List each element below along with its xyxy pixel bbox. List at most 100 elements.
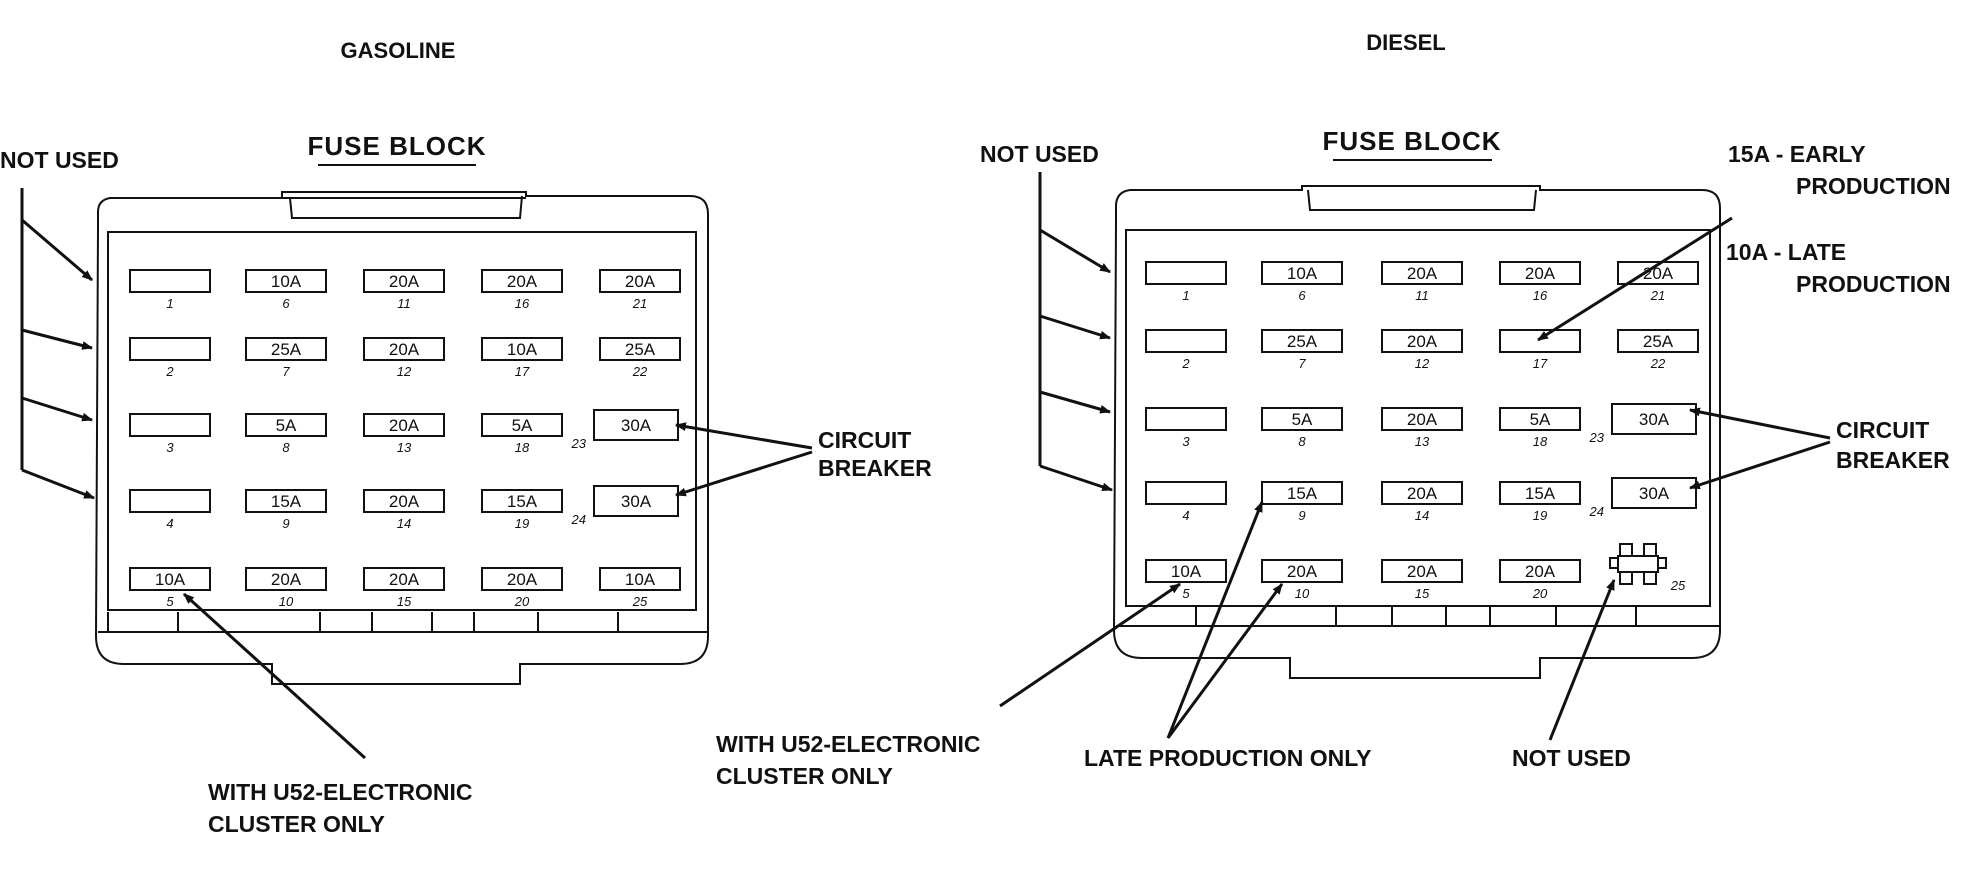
gasoline-fuse-3-number: 3 [166,440,174,455]
diesel-fuse-11 [1381,261,1463,285]
diesel-fuse-13-rating: 20A [1407,410,1438,429]
gasoline-fuse-9-number: 9 [282,516,289,531]
diesel-fuse-10-rating: 20A [1287,562,1318,581]
diesel-fuse-16 [1499,261,1581,285]
gasoline-fuse-18-number: 18 [515,440,530,455]
diesel-fuse-15-number: 15 [1415,586,1430,601]
gasoline-not-used-bracket [20,188,96,500]
diesel-not-used-label: NOT USED [980,141,1099,167]
diesel-fuse-23 [1611,403,1697,435]
gasoline-fuse-8-number: 8 [282,440,290,455]
diesel-fuse-25-number: 25 [1670,578,1686,593]
diesel-fuse-6-rating: 10A [1287,264,1318,283]
gasoline-fuse-25 [599,567,681,591]
svg-text:BREAKER: BREAKER [1836,447,1950,473]
svg-text:15A - EARLY: 15A - EARLY [1728,141,1866,167]
gasoline-fuse-20-rating: 20A [507,570,538,589]
gasoline-circuit-breaker-arrows [674,422,813,497]
gasoline-fuse-10 [245,567,327,591]
diesel-fuse-18 [1499,407,1581,431]
diesel-fuse-20 [1499,559,1581,583]
diesel-fuse-21-rating: 20A [1643,264,1674,283]
diesel-u52-note: WITH U52-ELECTRONIC CLUSTER ONLY [716,731,981,789]
gasoline-fuse-12-number: 12 [397,364,412,379]
diesel-fuse-16-number: 16 [1533,288,1548,303]
gasoline-fuse-22 [599,337,681,361]
svg-text:CIRCUIT: CIRCUIT [1836,417,1929,443]
gasoline-fuse-5-rating: 10A [155,570,186,589]
diesel-fuse-24-rating: 30A [1639,484,1670,503]
gasoline-fuse-9 [245,489,327,513]
gasoline-fuse-13-number: 13 [397,440,412,455]
diesel-fuse-24-number: 24 [1589,504,1604,519]
diesel-fuse-22 [1617,329,1699,353]
gasoline-fuse-7 [245,337,327,361]
diesel-fuse-15-rating: 20A [1407,562,1438,581]
gasoline-fuse-21 [599,269,681,293]
diesel-fuse-13 [1381,407,1463,431]
svg-text:PRODUCTION: PRODUCTION [1796,271,1951,297]
diesel-fuse-8 [1261,407,1343,431]
diesel-fuse-9-number: 9 [1298,508,1305,523]
gasoline-fuse-21-rating: 20A [625,272,656,291]
gasoline-fuse-24-rating: 30A [621,492,652,511]
gasoline-fuse-7-rating: 25A [271,340,302,359]
gasoline-fuse-15-number: 15 [397,594,412,609]
diesel-fuse-21 [1617,261,1699,285]
gasoline-fuse-19 [481,489,563,513]
diesel-fuse-24 [1611,477,1697,509]
diesel-fuse-9-rating: 15A [1287,484,1318,503]
diesel-fuse-2-number: 2 [1181,356,1190,371]
gasoline-fuse-22-number: 22 [632,364,648,379]
svg-text:WITH U52-ELECTRONIC: WITH U52-ELECTRONIC [208,779,473,805]
gasoline-fuse-6-rating: 10A [271,272,302,291]
diesel-not-used-bracket [1038,172,1114,492]
diesel-fuse-11-rating: 20A [1407,264,1438,283]
gasoline-fuse-16 [481,269,563,293]
gasoline-u52-arrow [182,592,367,760]
gasoline-fuse-15-rating: 20A [389,570,420,589]
diesel-fuse-17-note: 15A - EARLY PRODUCTION 10A - LATE PRODUC… [1726,141,1951,297]
diesel-fuse-7 [1261,329,1343,353]
gasoline-fuse-4 [129,489,211,513]
diesel-fuse-12-number: 12 [1415,356,1430,371]
gasoline-fuse-17-number: 17 [515,364,530,379]
gasoline-fuse-18 [481,413,563,437]
gasoline-fuse-23-number: 23 [571,436,587,451]
gasoline-fuse-9-rating: 15A [271,492,302,511]
diesel-fuse-17 [1499,329,1581,353]
svg-text:BREAKER: BREAKER [818,455,932,481]
gasoline-fuse-5 [129,567,211,591]
diesel-fuse-25-clip-icon [1609,543,1667,585]
diesel-fuse-14-rating: 20A [1407,484,1438,503]
gasoline-fuse-25-rating: 10A [625,570,656,589]
diesel-late-production-label: LATE PRODUCTION ONLY [1084,745,1372,771]
gasoline-fuse-22-rating: 25A [625,340,656,359]
gasoline-fuse-14 [363,489,445,513]
gasoline-fuse-10-number: 10 [279,594,294,609]
gasoline-fuse-11-rating: 20A [389,272,420,291]
gasoline-fuse-10-rating: 20A [271,570,302,589]
gasoline-fuse-21-number: 21 [632,296,647,311]
gasoline-fuse-7-number: 7 [282,364,290,379]
svg-text:CLUSTER ONLY: CLUSTER ONLY [208,811,385,837]
gasoline-not-used-label: NOT USED [0,147,119,173]
gasoline-fuse-2 [129,337,211,361]
diesel-fuse-7-number: 7 [1298,356,1306,371]
diesel-fuse-12-rating: 20A [1407,332,1438,351]
diesel-fuse-1 [1145,261,1227,285]
svg-text:10A - LATE: 10A - LATE [1726,239,1846,265]
gasoline-fuse-16-number: 16 [515,296,530,311]
diesel-u52-arrow [999,582,1181,708]
gasoline-fuse-3 [129,413,211,437]
gasoline-fuse-14-number: 14 [397,516,411,531]
gasoline-fuse-13 [363,413,445,437]
gasoline-fuse-8 [245,413,327,437]
diesel-fuse-block-housing [1112,185,1721,679]
diesel-fuse-20-rating: 20A [1525,562,1556,581]
diesel-fuse-16-rating: 20A [1525,264,1556,283]
gasoline-panel: GASOLINE FUSE BLOCK 123410A510A625A75A81… [0,38,932,837]
gasoline-fuse-19-rating: 15A [507,492,538,511]
diesel-fuse-12 [1381,329,1463,353]
